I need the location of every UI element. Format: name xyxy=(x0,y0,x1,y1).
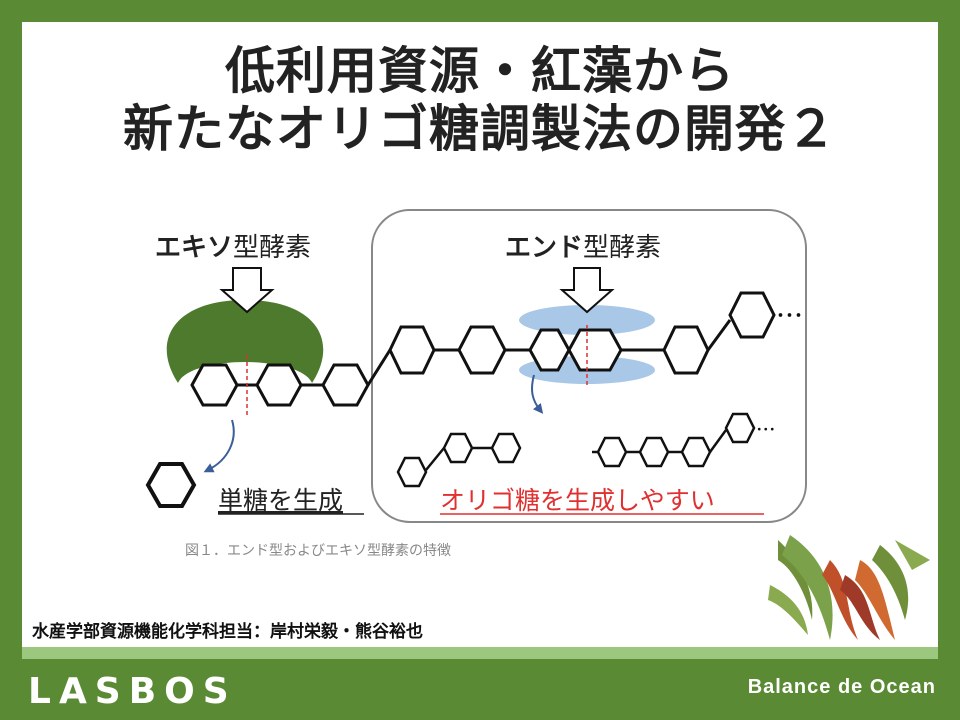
oligo-ellipsis: ･･･ xyxy=(756,423,776,438)
page-title: 低利用資源・紅藻から 新たなオリゴ糖調製法の開発２ xyxy=(0,42,960,158)
exo-enzyme-label: エキソ型酵素 xyxy=(155,233,311,263)
mono-product-arrow xyxy=(203,419,235,473)
title-line-2: 新たなオリゴ糖調製法の開発２ xyxy=(123,100,837,158)
sugar-hexagon xyxy=(388,325,436,375)
sugar-hexagon xyxy=(396,456,428,488)
sugar-hexagon xyxy=(321,363,370,407)
figure-caption: 図１．エンド型およびエキソ型酵素の特徴 xyxy=(185,543,451,559)
endo-label-bold: エンド xyxy=(505,233,583,263)
monosaccharide-hexagon xyxy=(145,462,197,508)
exo-down-arrow xyxy=(219,267,275,314)
oligosaccharide-small xyxy=(396,432,522,488)
sugar-hexagon xyxy=(724,412,756,444)
sugar-hexagon xyxy=(680,436,712,468)
sugar-hexagon xyxy=(728,291,776,339)
author-credit: 水産学部資源機能化学科担当：岸村栄毅・熊谷裕也 xyxy=(32,622,423,642)
sugar-hexagon xyxy=(662,325,710,375)
chain-ellipsis: ･･･ xyxy=(776,306,803,327)
oligo-product-arrow xyxy=(531,374,544,414)
sugar-hexagon xyxy=(638,436,670,468)
oligo-product-label: オリゴ糖を生成しやすい xyxy=(440,486,715,515)
sugar-hexagon xyxy=(190,363,239,407)
sugar-hexagon xyxy=(457,325,507,375)
mono-product-label: 単糖を生成 xyxy=(218,486,343,515)
sugar-hexagon xyxy=(567,328,623,372)
main-chain-bonds xyxy=(237,319,732,387)
brand-tagline: Balance de Ocean xyxy=(747,676,936,698)
endo-down-arrow xyxy=(559,267,615,314)
title-line-1: 低利用資源・紅藻から xyxy=(225,42,735,100)
brand-logo: LASBOS xyxy=(28,671,237,712)
endo-enzyme-label: エンド型酵素 xyxy=(505,233,661,263)
endo-label-rest: 型酵素 xyxy=(583,233,661,263)
exo-label-bold: エキソ xyxy=(155,233,233,263)
endo-enzyme-box xyxy=(371,209,807,523)
exo-enzyme-shape xyxy=(166,300,324,383)
sugar-hexagon xyxy=(596,436,628,468)
sugar-hexagon xyxy=(490,432,522,464)
exo-label-rest: 型酵素 xyxy=(233,233,311,263)
seaweed-illustration xyxy=(768,535,930,640)
endo-enzyme-upper xyxy=(519,305,655,335)
sugar-hexagon xyxy=(255,363,303,407)
footer-stripe xyxy=(22,647,938,659)
sugar-hexagon xyxy=(442,432,474,464)
oligosaccharide-large xyxy=(596,412,756,468)
